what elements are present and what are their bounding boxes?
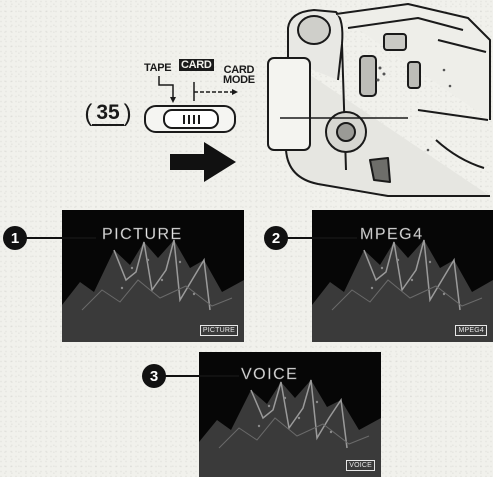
mode-badge: MPEG4 bbox=[455, 325, 487, 336]
open-paren: ( bbox=[84, 100, 92, 128]
screen-title: VOICE bbox=[241, 366, 298, 384]
switch-position-lines bbox=[140, 70, 250, 106]
page-number: 35 bbox=[92, 102, 123, 126]
callout-1-line bbox=[26, 237, 96, 239]
close-paren: ) bbox=[124, 100, 132, 128]
callout-2: 2 bbox=[264, 226, 288, 250]
screen-mpeg4: MPEG4 MPEG4 bbox=[312, 210, 493, 342]
screen-picture: PICTURE PICTURE bbox=[62, 210, 244, 342]
callout-3: 3 bbox=[142, 364, 166, 388]
callout-3-line bbox=[165, 375, 239, 377]
screen-title: MPEG4 bbox=[360, 226, 424, 244]
callout-2-line bbox=[287, 237, 357, 239]
right-arrow-icon bbox=[168, 138, 240, 186]
mode-badge: PICTURE bbox=[200, 325, 238, 336]
page-reference: ( 35 ) bbox=[78, 98, 138, 130]
screen-title: PICTURE bbox=[102, 226, 183, 244]
mode-switch-knob[interactable] bbox=[163, 109, 219, 129]
screen-voice: VOICE VOICE bbox=[199, 352, 381, 477]
callout-1: 1 bbox=[3, 226, 27, 250]
camcorder-illustration bbox=[258, 0, 493, 200]
mode-badge: VOICE bbox=[346, 460, 375, 471]
